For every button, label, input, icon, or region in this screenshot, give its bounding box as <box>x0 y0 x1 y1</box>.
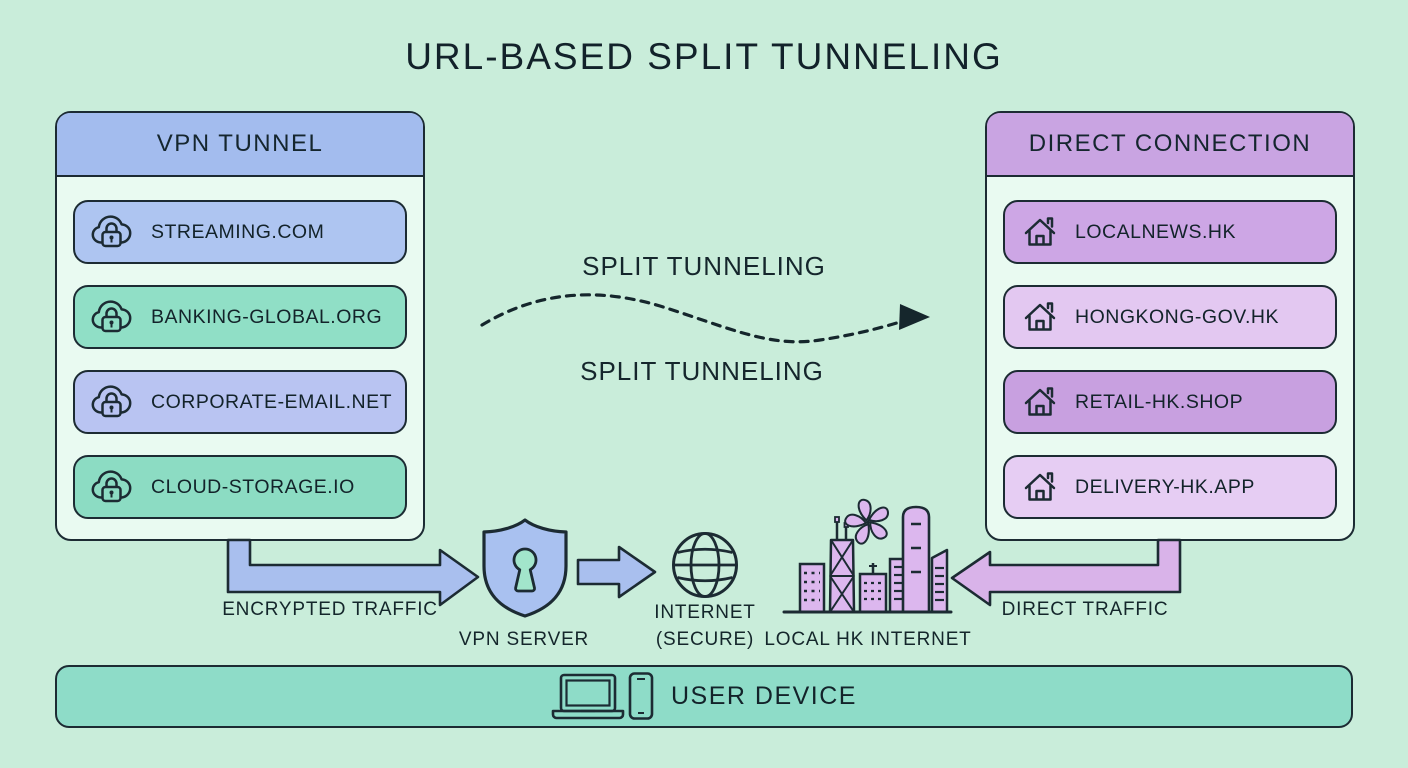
user-device-label: USER DEVICE <box>671 682 857 710</box>
site-label: HONGKONG-GOV.HK <box>1075 305 1279 328</box>
home-icon <box>1024 217 1056 246</box>
cloud-lock-icon <box>91 470 132 503</box>
direct-traffic-arrow <box>950 538 1182 607</box>
direct-site-retail: RETAIL-HK.SHOP <box>1003 370 1337 434</box>
vpn-server-shield-icon <box>482 518 568 618</box>
home-icon <box>1024 302 1056 331</box>
vpn-tunnel-header: VPN TUNNEL <box>57 113 423 177</box>
bauhinia-flower-icon <box>844 498 889 545</box>
encrypted-traffic-label: ENCRYPTED TRAFFIC <box>222 599 438 620</box>
home-icon <box>1024 387 1056 416</box>
local-hk-internet-label: LOCAL HK INTERNET <box>764 629 972 650</box>
site-label: CLOUD-STORAGE.IO <box>151 475 355 498</box>
hk-skyline-icon <box>782 498 953 614</box>
site-label: LOCALNEWS.HK <box>1075 220 1236 243</box>
direct-traffic-label: DIRECT TRAFFIC <box>1001 599 1169 620</box>
vpn-server-label: VPN SERVER <box>458 629 590 650</box>
direct-connection-list: LOCALNEWS.HK HONGKONG-GOV.HK R <box>987 177 1353 519</box>
direct-site-delivery: DELIVERY-HK.APP <box>1003 455 1337 519</box>
user-device-bar: USER DEVICE <box>55 665 1353 728</box>
internet-secure-label: INTERNET (SECURE) <box>654 599 755 653</box>
page-title: URL-BASED SPLIT TUNNELING <box>405 36 1003 77</box>
cloud-lock-icon <box>91 385 132 418</box>
split-tunneling-arrow <box>480 293 930 344</box>
split-tunneling-label-bottom: SPLIT TUNNELING <box>580 356 824 386</box>
direct-site-localnews: LOCALNEWS.HK <box>1003 200 1337 264</box>
internet-label-line2: (SECURE) <box>655 629 755 650</box>
internet-label-line1: INTERNET <box>654 602 756 623</box>
smartphone-icon <box>628 671 654 720</box>
site-label: CORPORATE-EMAIL.NET <box>151 390 392 413</box>
site-label: BANKING-GLOBAL.ORG <box>151 305 383 328</box>
vpn-site-banking: BANKING-GLOBAL.ORG <box>73 285 407 349</box>
site-label: RETAIL-HK.SHOP <box>1075 390 1244 413</box>
vpn-site-streaming: STREAMING.COM <box>73 200 407 264</box>
split-tunneling-label-top: SPLIT TUNNELING <box>582 251 826 281</box>
cloud-lock-icon <box>91 215 132 248</box>
laptop-icon <box>551 671 654 720</box>
site-label: DELIVERY-HK.APP <box>1075 475 1255 498</box>
direct-connection-panel: DIRECT CONNECTION LOCALNEWS.HK H <box>985 111 1355 541</box>
direct-connection-header: DIRECT CONNECTION <box>987 113 1353 177</box>
vpn-tunnel-list: STREAMING.COM BANKING-GLOBAL.ORG <box>57 177 423 519</box>
home-icon <box>1024 472 1056 501</box>
vpn-site-cloud-storage: CLOUD-STORAGE.IO <box>73 455 407 519</box>
direct-site-hongkong-gov: HONGKONG-GOV.HK <box>1003 285 1337 349</box>
internet-globe-icon <box>672 532 738 598</box>
vpn-to-internet-arrow <box>576 545 657 599</box>
cloud-lock-icon <box>91 300 132 333</box>
encrypted-traffic-arrow <box>226 538 480 607</box>
vpn-tunnel-panel: VPN TUNNEL STREAMING.COM <box>55 111 425 541</box>
site-label: STREAMING.COM <box>151 220 325 243</box>
vpn-site-corporate-email: CORPORATE-EMAIL.NET <box>73 370 407 434</box>
